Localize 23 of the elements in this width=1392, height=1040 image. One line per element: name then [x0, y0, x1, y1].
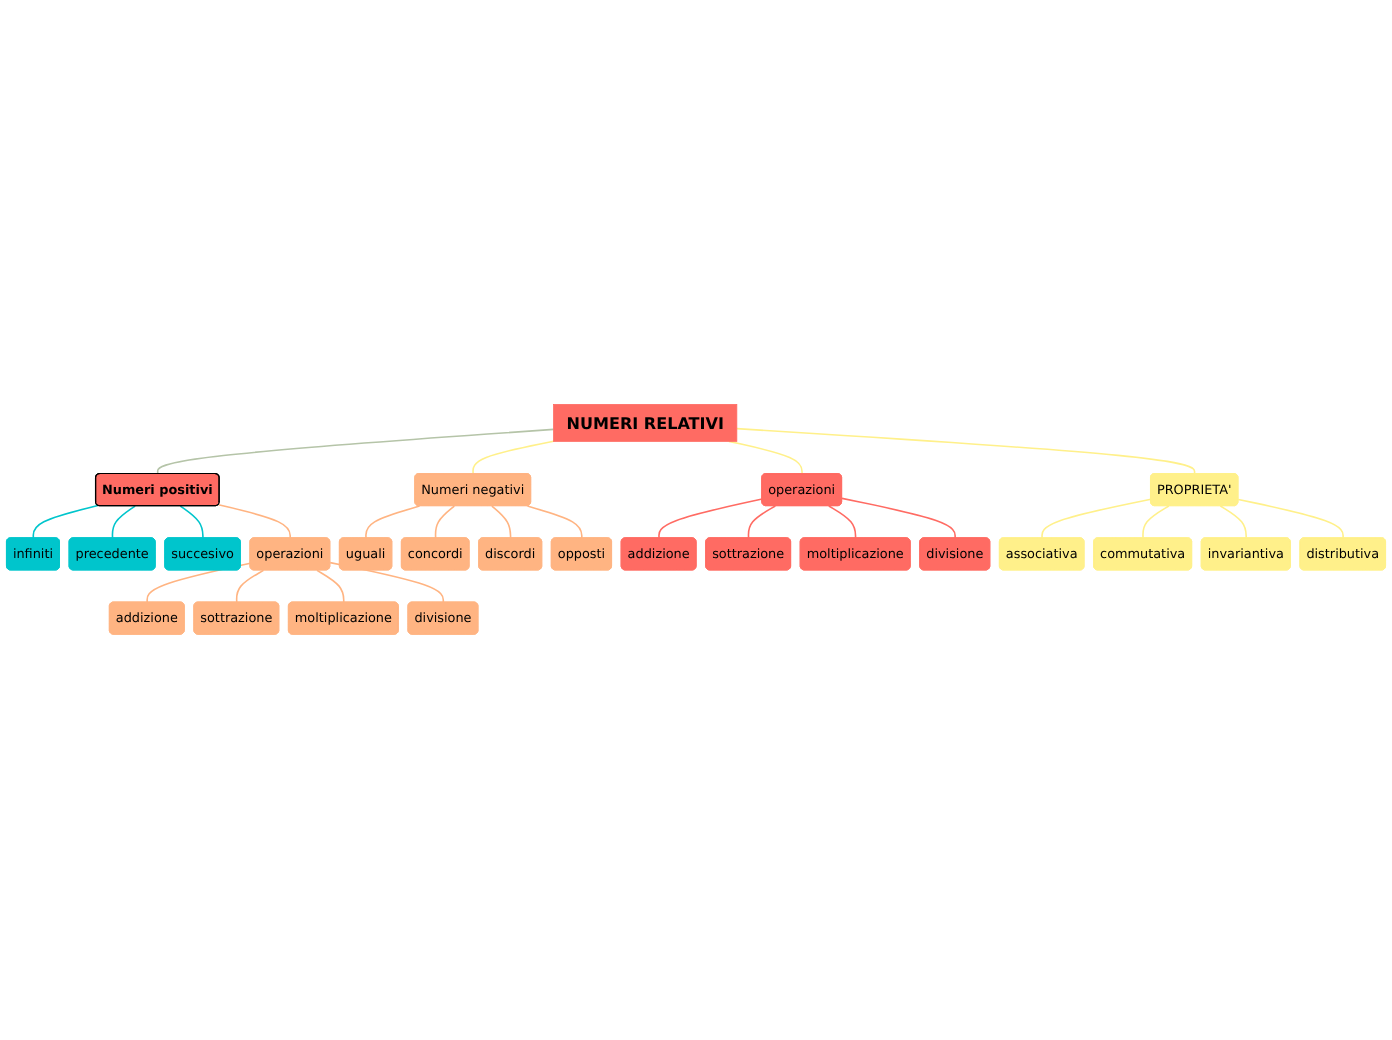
connector [111, 505, 136, 540]
connector [32, 505, 99, 540]
connector [526, 505, 583, 540]
connector [472, 441, 555, 476]
connector [156, 429, 555, 476]
connector [329, 562, 445, 604]
connector [1142, 505, 1170, 540]
connector [841, 498, 956, 540]
connector [747, 505, 777, 540]
connector [434, 505, 456, 540]
connector [316, 570, 345, 604]
connector [1041, 499, 1152, 540]
connector [179, 505, 204, 540]
connector [491, 505, 512, 540]
connector [217, 504, 292, 540]
connector [658, 498, 763, 540]
connector [365, 505, 421, 540]
connector [736, 428, 1196, 476]
connector [1237, 499, 1344, 540]
connector [235, 570, 265, 604]
node-box: NUMERI RELATIVI [553, 404, 738, 443]
connector [1219, 505, 1247, 540]
connector [828, 505, 857, 540]
